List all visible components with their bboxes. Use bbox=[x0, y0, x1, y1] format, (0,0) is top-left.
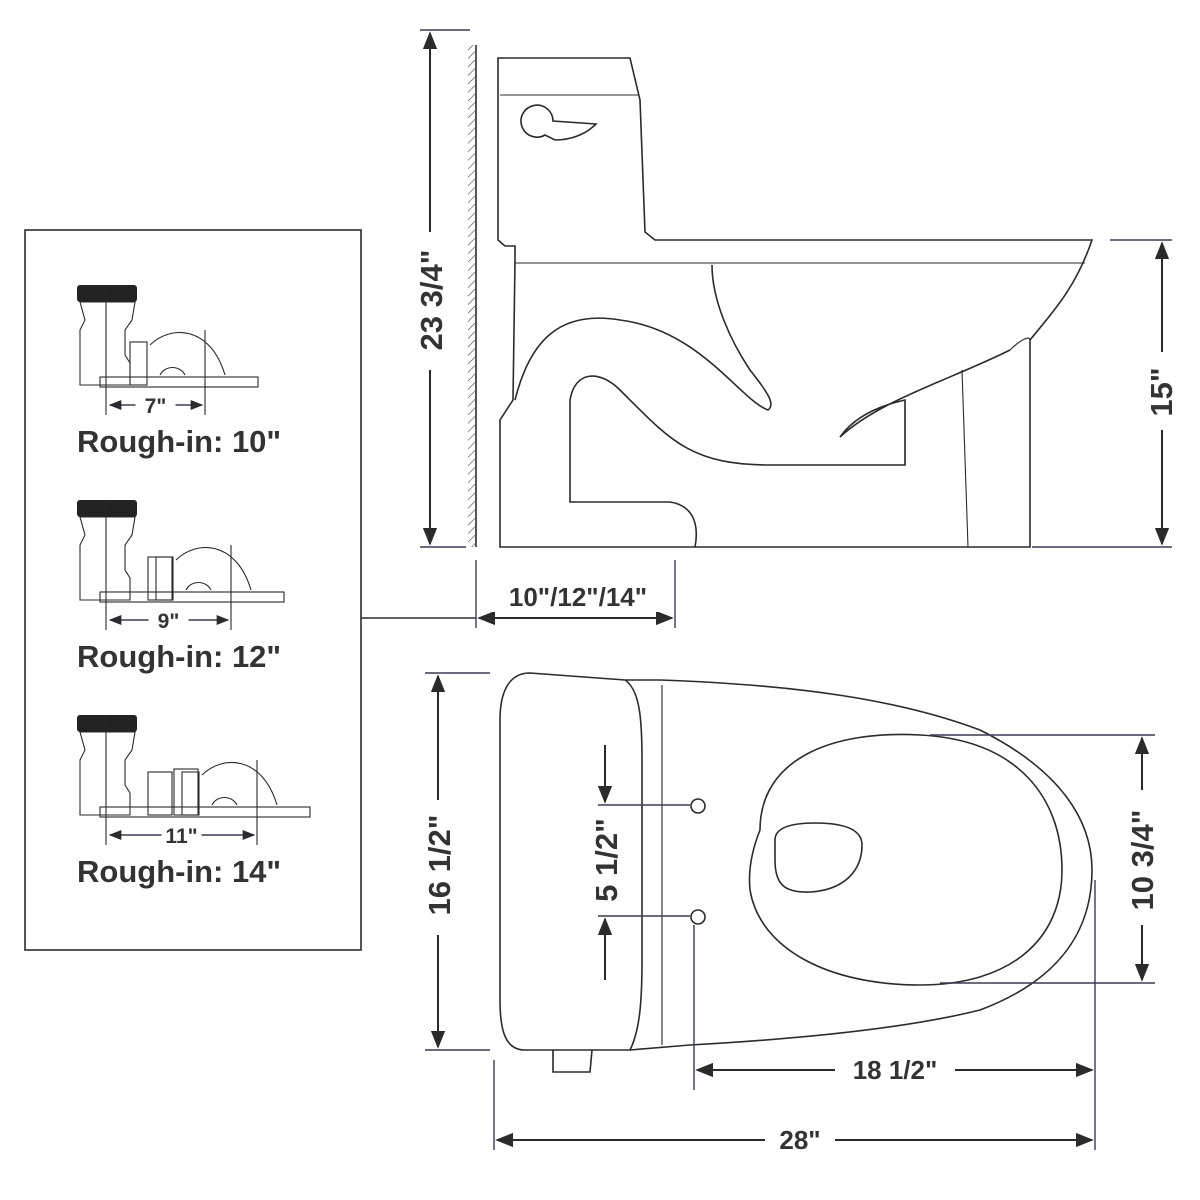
seat-height-label: 15" bbox=[1144, 367, 1179, 416]
rough-in-label: 10"/12"/14" bbox=[509, 582, 647, 612]
rough-in-title: Rough-in: 14" bbox=[77, 854, 281, 889]
side-view: 23 3/4" 15" 10"/12"/14" bbox=[414, 29, 1179, 628]
rough-in-panel: 7" Rough-in: 10" 9" Rough-in: 12" bbox=[24, 229, 476, 951]
total-length-label: 28" bbox=[779, 1125, 820, 1155]
offset-label: 9" bbox=[158, 610, 180, 633]
top-view: 16 1/2" 5 1/2" 10 3/4" 18 1/2" 28" bbox=[422, 672, 1160, 1155]
width-label: 16 1/2" bbox=[422, 815, 457, 916]
bolt-spacing-label: 5 1/2" bbox=[589, 818, 624, 902]
offset-label: 7" bbox=[145, 395, 167, 418]
bowl-length-label: 18 1/2" bbox=[853, 1055, 938, 1085]
toilet-top-outline bbox=[499, 672, 1093, 1073]
bowl-width-label: 10 3/4" bbox=[1125, 810, 1160, 911]
rough-in-title: Rough-in: 12" bbox=[77, 639, 281, 674]
flange-icon bbox=[77, 285, 259, 415]
flange-icon bbox=[77, 715, 311, 845]
toilet-side-outline bbox=[497, 57, 1094, 548]
rough-in-title: Rough-in: 10" bbox=[77, 424, 281, 459]
wall-hatch bbox=[468, 45, 475, 547]
flange-icon bbox=[77, 500, 285, 630]
rough-in-option: 7" Rough-in: 10" bbox=[77, 285, 281, 459]
rough-in-option: 9" Rough-in: 12" bbox=[77, 500, 285, 674]
rough-in-option: 11" Rough-in: 14" bbox=[77, 715, 311, 889]
height-label: 23 3/4" bbox=[414, 250, 449, 351]
offset-label: 11" bbox=[165, 825, 197, 848]
